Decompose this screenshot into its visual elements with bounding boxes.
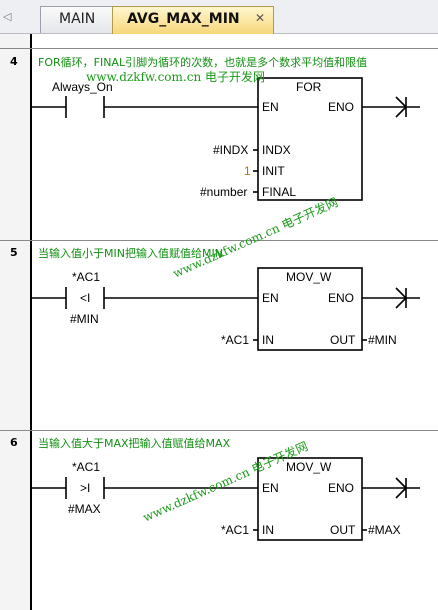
network-5-number[interactable]: 5: [10, 246, 18, 259]
for-init-operand[interactable]: 1: [244, 164, 251, 178]
network-4-comment[interactable]: FOR循环，FINAL引脚为循环的次数，也就是多个数求平均值和限值: [38, 56, 368, 69]
mov-w-max-in-pin: IN: [262, 523, 274, 537]
compare-gt-operator[interactable]: >I: [80, 481, 91, 495]
for-eno-pin: ENO: [328, 100, 355, 114]
mov-w-min-out-operand[interactable]: #MIN: [368, 333, 397, 347]
compare-lt-operand-bottom[interactable]: #MIN: [70, 312, 99, 326]
editor-tab-bar: ◁ MAIN AVG_MAX_MIN ✕: [0, 0, 438, 34]
network-6-separator: [0, 430, 438, 431]
mov-w-min-box-title[interactable]: MOV_W: [286, 270, 332, 284]
for-final-pin: FINAL: [262, 185, 297, 199]
tab-main[interactable]: MAIN: [40, 6, 120, 33]
mov-w-max-out-operand[interactable]: #MAX: [368, 523, 401, 537]
for-box-title[interactable]: FOR: [296, 80, 322, 94]
mov-w-min-in-pin: IN: [262, 333, 274, 347]
mov-w-min-out-pin: OUT: [330, 333, 356, 347]
close-tab-icon[interactable]: ✕: [254, 11, 265, 25]
tab-main-label: MAIN: [59, 11, 96, 27]
network-gutter: [0, 34, 30, 610]
for-final-operand[interactable]: #number: [200, 185, 248, 199]
for-en-pin: EN: [262, 100, 279, 114]
network-6-number[interactable]: 6: [10, 436, 18, 449]
for-init-pin: INIT: [262, 164, 285, 178]
power-rail: [30, 34, 32, 610]
watermark-1: www.dzkfw.com.cn 电子开发网: [86, 70, 265, 84]
for-indx-operand[interactable]: #INDX: [213, 143, 249, 157]
mov-w-max-eno-pin: ENO: [328, 481, 355, 495]
compare-gt-operand-top[interactable]: *AC1: [72, 460, 101, 474]
network-5-separator: [0, 240, 438, 241]
network-4-number[interactable]: 4: [10, 55, 18, 68]
contact-always-on-label[interactable]: Always_On: [52, 80, 113, 94]
mov-w-max-out-pin: OUT: [330, 523, 356, 537]
scroll-left-icon[interactable]: ◁: [3, 10, 12, 23]
mov-w-max-in-operand[interactable]: *AC1: [221, 523, 250, 537]
network-6-comment[interactable]: 当输入值大于MAX把输入值赋值给MAX: [38, 437, 231, 450]
compare-lt-operator[interactable]: <I: [80, 291, 91, 305]
network-5-comment[interactable]: 当输入值小于MIN把输入值赋值给MIN: [38, 247, 223, 260]
mov-w-min-en-pin: EN: [262, 291, 279, 305]
compare-lt-operand-top[interactable]: *AC1: [72, 270, 101, 284]
compare-gt-operand-bottom[interactable]: #MAX: [68, 502, 101, 516]
tab-avg-max-min-label: AVG_MAX_MIN: [127, 11, 240, 27]
mov-w-min-eno-pin: ENO: [328, 291, 355, 305]
mov-w-max-en-pin: EN: [262, 481, 279, 495]
tab-avg-max-min[interactable]: AVG_MAX_MIN ✕: [112, 6, 274, 34]
for-indx-pin: INDX: [262, 143, 291, 157]
network-4-separator: [0, 48, 438, 49]
mov-w-max-box-title[interactable]: MOV_W: [286, 460, 332, 474]
mov-w-min-in-operand[interactable]: *AC1: [221, 333, 250, 347]
